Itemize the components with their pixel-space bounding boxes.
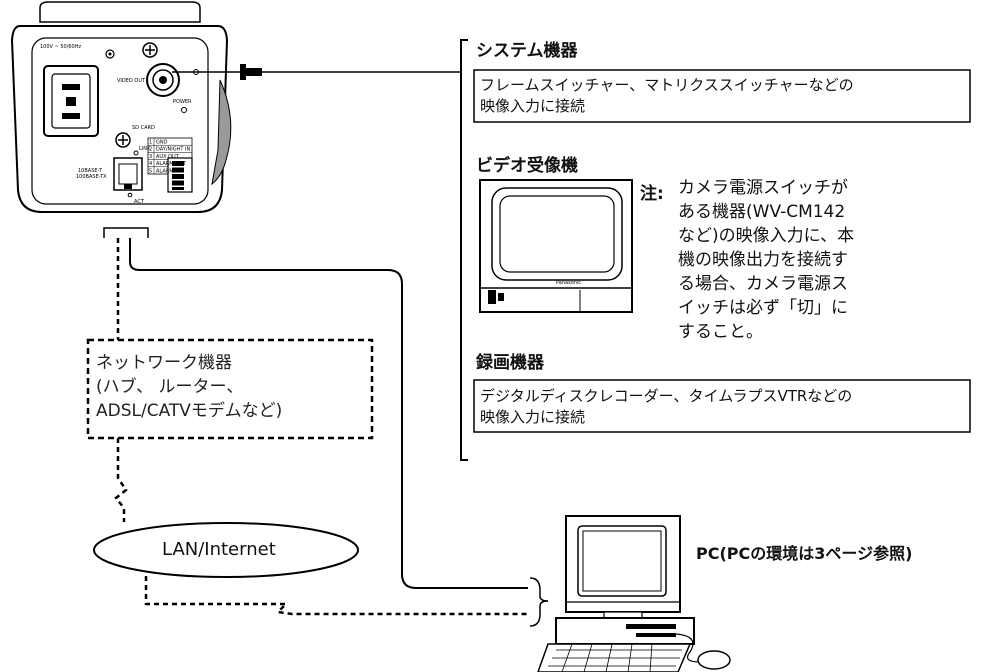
note-line-1: カメラ電源スイッチが xyxy=(678,178,848,198)
network-device-line-2: (ハブ、 ルーター、 xyxy=(96,377,244,397)
system-desc-line-1: フレームスイッチャー、マトリクススイッチャーなどの xyxy=(480,76,854,94)
video-cable xyxy=(172,64,461,80)
ethernet-label-2: 100BASE-TX xyxy=(76,174,107,180)
video-out-label: VIDEO OUT xyxy=(117,78,146,84)
output-bracket xyxy=(460,39,468,461)
lan-internet-label: LAN/Internet xyxy=(162,539,276,560)
terminal-number: 1 xyxy=(149,140,152,146)
recorder-desc-line-1: デジタルディスクレコーダー、タイムラプスVTRなどの xyxy=(480,387,853,405)
pc-illustration xyxy=(537,515,731,672)
terminal-label: ALARM IN xyxy=(156,168,181,174)
system-desc-line-2: 映像入力に接続 xyxy=(480,97,586,115)
note-line-4: 機の映像出力を接続す xyxy=(678,250,848,270)
terminal-label: AUX OUT xyxy=(156,154,180,160)
lan-cable xyxy=(129,238,528,589)
ethernet-label-1: 10BASE-T xyxy=(78,168,103,174)
terminal-number: 2 xyxy=(149,147,152,153)
note-mark: 注: xyxy=(640,184,664,204)
network-device-box xyxy=(86,338,374,440)
recorder-title: 録画機器 xyxy=(476,353,544,373)
power-rating-label: 100V ~ 50/60Hz xyxy=(40,44,82,50)
note-line-6: イッチは必ず「切」に xyxy=(678,298,848,318)
power-led xyxy=(181,107,187,113)
network-device-line-3: ADSL/CATVモデムなど) xyxy=(96,401,283,421)
camera-rear-panel: 100V ~ 50/60Hz VIDEO OUT POWER SD CARD L… xyxy=(10,1,232,213)
note-line-5: る場合、カメラ電源ス xyxy=(678,274,848,294)
video-monitor-title: ビデオ受像機 xyxy=(476,156,578,176)
system-desc-box xyxy=(473,69,971,123)
system-title: システム機器 xyxy=(476,41,578,61)
pc-label: PC(PCの環境は3ページ参照) xyxy=(696,544,913,563)
recorder-desc-line-2: 映像入力に接続 xyxy=(480,408,586,426)
note-line-3: など)の映像入力に、本 xyxy=(678,226,855,246)
act-label: ACT xyxy=(134,199,145,205)
terminal-number: 3 xyxy=(149,154,152,160)
terminal-label: DAY/NIGHT IN xyxy=(156,147,191,153)
power-label: POWER xyxy=(173,99,192,105)
pc-brace xyxy=(529,577,549,627)
monitor-brand: Panasonic xyxy=(556,280,581,286)
recorder-desc-box xyxy=(473,379,971,433)
link-label: LINK xyxy=(139,146,151,152)
video-monitor-illustration: Panasonic xyxy=(479,179,633,313)
terminal-number: 4 xyxy=(149,161,152,167)
sd-card-label: SD CARD xyxy=(132,125,155,131)
terminal-label: GND xyxy=(156,140,168,146)
note-line-7: すること。 xyxy=(678,322,763,342)
network-device-line-1: ネットワーク機器 xyxy=(96,353,232,373)
note-line-2: ある機器(WV-CM142 xyxy=(678,202,846,222)
terminal-label: ALARM OUT xyxy=(156,161,187,167)
lan-internet-ellipse xyxy=(93,522,359,578)
terminal-number: 5 xyxy=(149,168,152,174)
